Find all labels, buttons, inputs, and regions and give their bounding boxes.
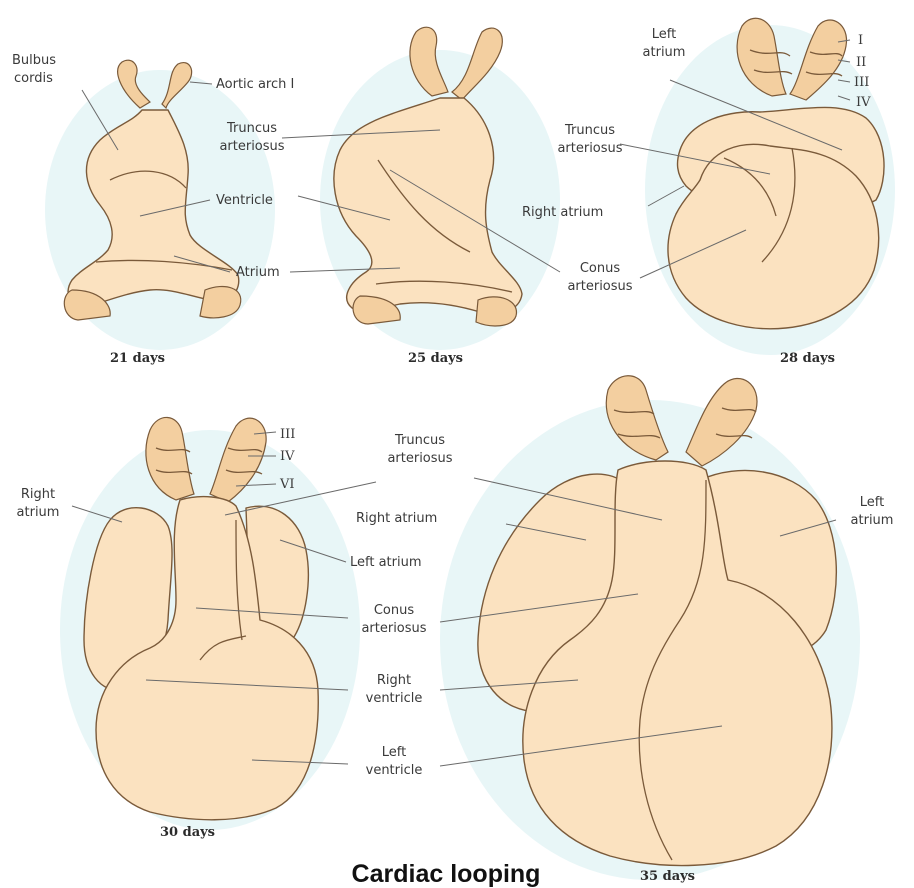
label-right-atrium-center: Right atrium [356,511,437,526]
label-30-days: 30 days [160,825,215,840]
label-truncus-25-a: Truncus [226,121,277,136]
label-conus-b: arteriosus [567,279,632,294]
label-conus-center-a: Conus [374,603,415,618]
label-rv-center-a: Right [377,673,411,688]
label-conus-a: Conus [580,261,621,276]
label-arch-i: I [858,33,863,48]
label-arch-iii: III [854,75,869,90]
label-21-days: 21 days [110,351,165,366]
label-lv-center-b: ventricle [366,763,423,778]
label-atrium: Atrium [236,265,280,280]
label-truncus-25-b: arteriosus [219,139,284,154]
stage-35-days [440,376,860,880]
label-rv-center-b: ventricle [366,691,423,706]
label-right-atrium-30-a: Right [21,487,55,502]
stage-25-days [320,27,560,350]
stage-30-days [60,417,360,830]
label-left-atrium-35-a: Left [860,495,884,510]
label-arch-vi-30: VI [279,477,295,492]
label-arch-iv-30: IV [280,449,295,464]
label-arch-ii: II [856,55,866,70]
label-conus-center-b: arteriosus [361,621,426,636]
sinus-venosus-right [200,286,241,317]
label-truncus-28-a: Truncus [564,123,615,138]
label-left-atrium-35-b: atrium [851,513,894,528]
label-bulbus: Bulbus [12,53,56,68]
label-aortic-arch: Aortic arch I [216,77,294,92]
label-arch-iv: IV [856,95,871,110]
label-left-atrium-28-a: Left [652,27,676,42]
label-35-days: 35 days [640,869,695,884]
label-lv-center-a: Left [382,745,406,760]
label-left-atrium-28-b: atrium [643,45,686,60]
label-arch-iii-30: III [280,427,295,442]
label-truncus-center-a: Truncus [394,433,445,448]
label-truncus-28-b: arteriosus [557,141,622,156]
figure-title: Cardiac looping [352,860,541,888]
label-cordis: cordis [14,71,53,86]
label-ventricle: Ventricle [216,193,273,208]
label-28-days: 28 days [780,351,835,366]
label-left-atrium-center: Left atrium [350,555,422,570]
sinus-25-right [476,297,516,326]
label-right-atrium-30-b: atrium [17,505,60,520]
label-25-days: 25 days [408,351,463,366]
label-truncus-center-b: arteriosus [387,451,452,466]
label-right-atrium-28: Right atrium [522,205,603,220]
